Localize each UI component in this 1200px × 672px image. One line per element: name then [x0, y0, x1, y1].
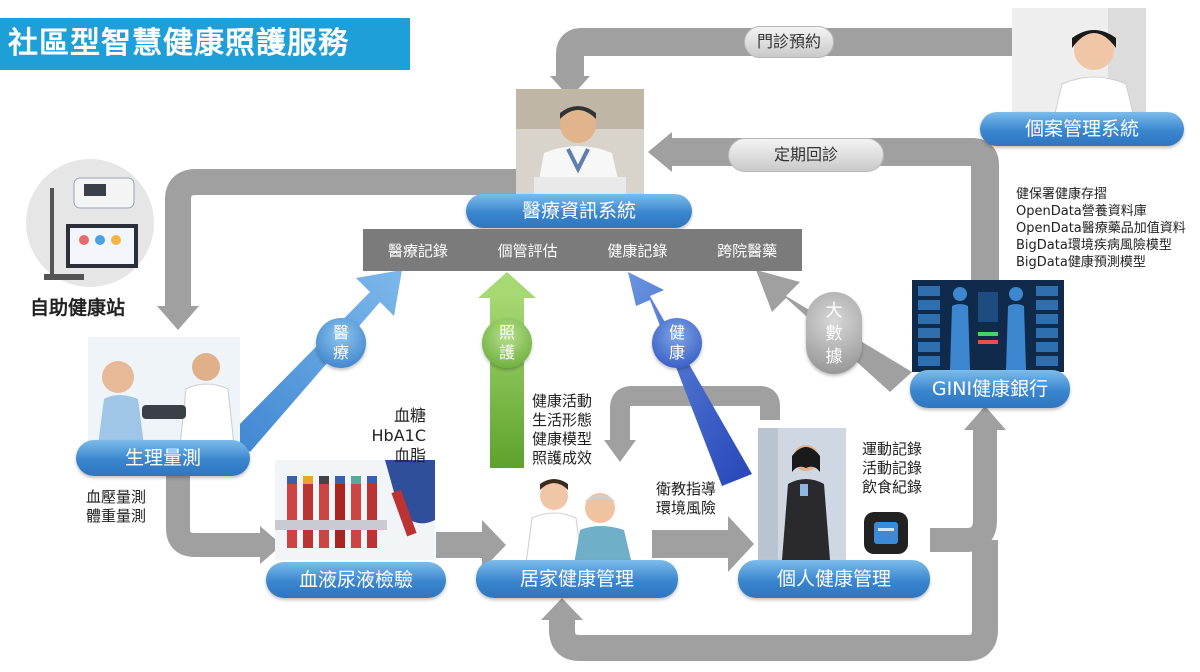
- node-kiosk-label: 自助健康站: [30, 297, 126, 319]
- arrow-appointment: [556, 28, 1012, 78]
- note-lab-values: 血糖 HbA1C 血脂: [371, 406, 426, 465]
- personal-photo: [758, 428, 846, 560]
- node-blood-urine[interactable]: 血液尿液檢驗: [266, 562, 446, 598]
- badge-bigdata: 大數據: [806, 292, 862, 374]
- arrow-health-blue: [628, 272, 752, 486]
- label-appointment: 門診預約: [744, 26, 834, 58]
- node-physio[interactable]: 生理量測: [76, 440, 250, 476]
- arrow-followup: [670, 138, 999, 282]
- note-care-items: 健康活動 生活形態 健康模型 照護成效: [532, 392, 593, 467]
- badge-health: 健康: [652, 318, 702, 368]
- badge-medical: 醫療: [316, 318, 366, 368]
- doctor-photo: [516, 89, 644, 197]
- badge-care: 照護: [482, 318, 532, 368]
- arrow-medical-to-physio: [165, 169, 518, 308]
- arrow-personal-to-gini: [930, 428, 997, 552]
- arrow-home-to-personal-head: [728, 516, 754, 572]
- label-followup: 定期回診: [728, 138, 884, 172]
- note-physio-values: 血壓量測 體重量測: [86, 488, 147, 525]
- note-data-sources: 健保署健康存摺 OpenData營養資料庫 OpenData醫療藥品加值資料 B…: [1016, 187, 1186, 270]
- kiosk-photo: [26, 159, 154, 287]
- arrow-medical-to-physio-head: [157, 306, 199, 330]
- record-cross-hospital: 跨院醫藥: [717, 241, 778, 260]
- arrow-physio-to-lab-head: [260, 526, 282, 564]
- arrow-followup-head: [648, 132, 672, 172]
- arrow-bottom-loop-head: [541, 598, 583, 620]
- arrow-lab-to-home-head: [482, 520, 506, 570]
- record-medical: 醫療記錄: [387, 241, 448, 260]
- arrow-bottom-loop: [549, 540, 998, 661]
- gini-body-panel: [912, 280, 1064, 372]
- node-gini-bank[interactable]: GINI健康銀行: [910, 370, 1070, 408]
- arrow-care-green-head: [478, 272, 536, 298]
- record-case-eval: 個管評估: [497, 241, 558, 260]
- node-medical-system[interactable]: 醫療資訊系統: [466, 194, 692, 228]
- note-activity: 運動記錄 活動記錄 飲食紀錄: [862, 440, 923, 496]
- home-care-photo: [508, 472, 640, 564]
- arrow-home-to-personal: [652, 530, 730, 558]
- note-education: 衛教指導 環境風險: [656, 480, 717, 517]
- lab-tubes-photo: [275, 460, 435, 560]
- record-health: 健康記錄: [607, 241, 668, 260]
- node-case-system[interactable]: 個案管理系統: [980, 112, 1184, 146]
- arrow-personal-to-gini-head: [964, 406, 1006, 430]
- arrow-lab-to-home: [436, 532, 484, 558]
- arrow-medical-blue: [230, 270, 402, 452]
- smart-band-icon: [864, 512, 908, 554]
- case-manager-photo: [1012, 8, 1146, 126]
- page-title: 社區型智慧健康照護服務: [0, 18, 410, 70]
- physio-photo: [88, 337, 240, 445]
- arrow-physio-to-lab: [166, 470, 262, 557]
- records-bar: 醫療記錄 個管評估 健康記錄 跨院醫藥: [363, 229, 802, 271]
- arrow-personal-loop-head: [604, 440, 636, 462]
- arrow-appointment-head: [550, 76, 590, 98]
- node-personal[interactable]: 個人健康管理: [738, 560, 930, 598]
- node-home-care[interactable]: 居家健康管理: [476, 560, 678, 598]
